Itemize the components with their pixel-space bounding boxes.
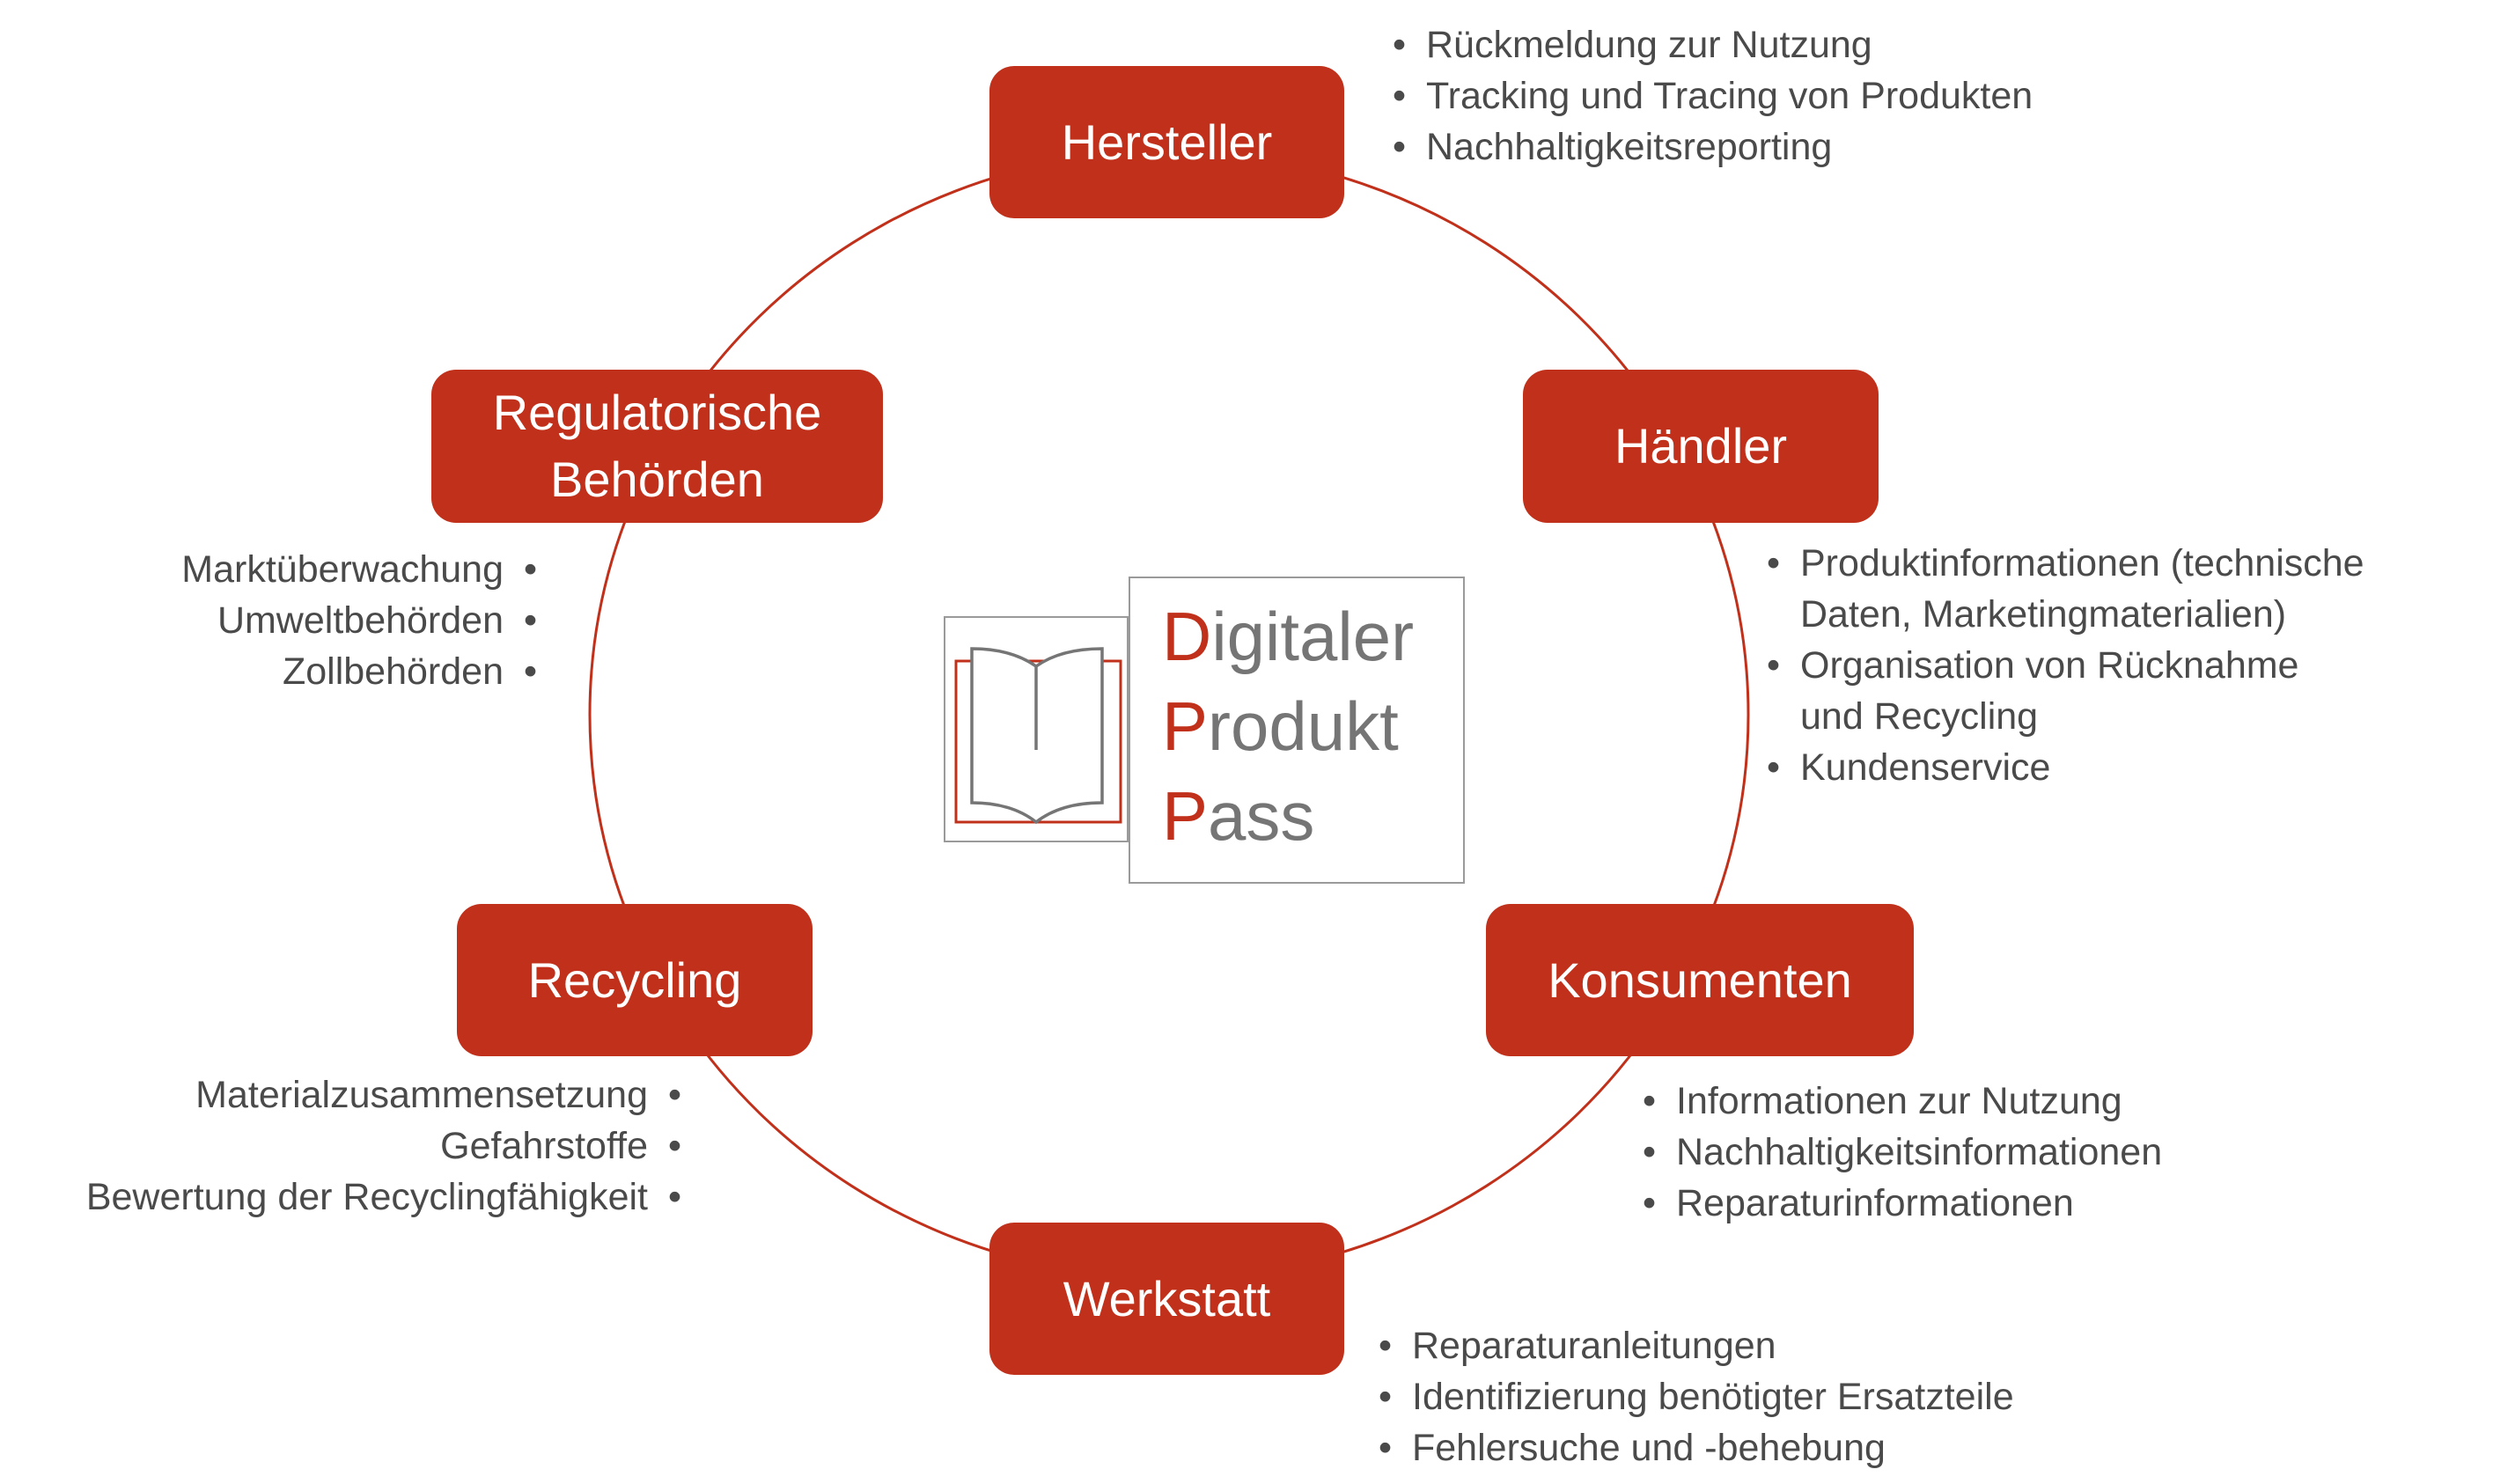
recycling-list: Materialzusammensetzung Gefahrstoffe Bew… — [86, 1069, 681, 1223]
open-book-icon — [954, 647, 1122, 825]
logo-word: igitaler — [1211, 598, 1415, 675]
logo-initial: P — [1162, 687, 1209, 765]
list-item: Reparaturanleitungen — [1379, 1320, 2014, 1371]
list-item: Zollbehörden — [181, 646, 537, 697]
list-item: Tracking und Tracing von Produkten — [1393, 70, 2033, 121]
dpp-logo-text-box: Digitaler Produkt Pass — [1129, 577, 1465, 884]
logo-line-produkt: Produkt — [1162, 681, 1399, 771]
list-item: Materialzusammensetzung — [86, 1069, 681, 1120]
list-item: Produktinformationen (technische Daten, … — [1767, 538, 2364, 640]
list-item: Reparaturinformationen — [1643, 1178, 2162, 1229]
behoerden-list: Marktüberwachung Umweltbehörden Zollbehö… — [181, 544, 537, 697]
logo-line-pass: Pass — [1162, 771, 1314, 861]
logo-word: ass — [1208, 777, 1315, 855]
logo-initial: P — [1162, 777, 1209, 855]
logo-icon-box — [944, 616, 1129, 842]
list-item: Umweltbehörden — [181, 595, 537, 646]
logo-line-digitaler: Digitaler — [1162, 591, 1414, 681]
list-item: Organisation von Rücknahme und Recycling — [1767, 640, 2364, 742]
logo-initial: D — [1162, 598, 1212, 675]
hersteller-list: Rückmeldung zur Nutzung Tracking und Tra… — [1393, 19, 2033, 173]
node-hersteller: Hersteller — [989, 66, 1344, 218]
list-item: Nachhaltigkeitsinformationen — [1643, 1127, 2162, 1178]
list-item: Rückmeldung zur Nutzung — [1393, 19, 2033, 70]
list-item: Identifizierung benötigter Ersatzteile — [1379, 1371, 2014, 1422]
list-item: Informationen zur Nutzung — [1643, 1076, 2162, 1127]
list-item: Fehlersuche und -behebung — [1379, 1422, 2014, 1473]
node-konsumenten: Konsumenten — [1486, 904, 1914, 1056]
konsumenten-list: Informationen zur Nutzung Nachhaltigkeit… — [1643, 1076, 2162, 1229]
node-werkstatt: Werkstatt — [989, 1223, 1344, 1375]
werkstatt-list: Reparaturanleitungen Identifizierung ben… — [1379, 1320, 2014, 1473]
list-item: Kundenservice — [1767, 742, 2364, 793]
node-haendler: Händler — [1523, 370, 1879, 523]
haendler-list: Produktinformationen (technische Daten, … — [1767, 538, 2364, 793]
node-recycling: Recycling — [457, 904, 813, 1056]
list-item: Nachhaltigkeitsreporting — [1393, 121, 2033, 173]
node-regulatorische-behoerden: Regulatorische Behörden — [431, 370, 883, 523]
list-item: Gefahrstoffe — [86, 1120, 681, 1172]
logo-word: rodukt — [1208, 687, 1399, 765]
list-item: Marktüberwachung — [181, 544, 537, 595]
list-item: Bewertung der Recyclingfähigkeit — [86, 1172, 681, 1223]
